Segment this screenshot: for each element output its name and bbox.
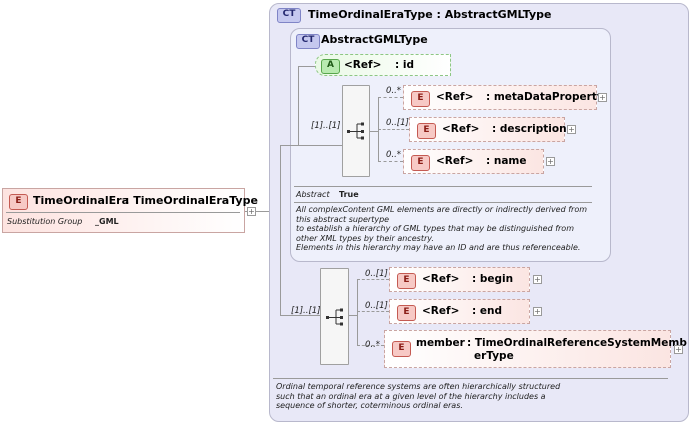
metadata-expand-toggle[interactable]: + <box>598 93 607 102</box>
trunk-line <box>280 145 281 315</box>
attribute-name: : id <box>395 59 414 71</box>
element-badge: E <box>397 305 416 321</box>
description-expand-toggle[interactable]: + <box>567 125 576 134</box>
end-expand-toggle[interactable]: + <box>533 307 542 316</box>
element-ref: <Ref> <box>422 305 460 317</box>
element-end[interactable]: E <Ref> : end <box>389 299 530 324</box>
connector-member <box>357 345 384 346</box>
substitution-group-label: Substitution Group <box>7 217 83 226</box>
member-expand-toggle[interactable]: + <box>674 345 683 354</box>
base-type-badge: CT <box>296 34 320 49</box>
connector-metadata <box>378 97 403 98</box>
element-badge: E <box>397 273 416 289</box>
doc-line: this abstract supertype <box>296 214 390 224</box>
trunk-link-top <box>280 145 342 146</box>
doc-line: All complexContent GML elements are dire… <box>296 205 588 214</box>
sequence2-compositor[interactable] <box>320 268 349 365</box>
element-ref: <Ref> <box>436 155 474 167</box>
name-occurs: 0..* <box>386 150 402 160</box>
element-name: : description <box>492 123 567 135</box>
root-expand-toggle[interactable]: + <box>247 207 256 216</box>
complex-type-title: TimeOrdinalEraType : AbstractGMLType <box>308 8 552 21</box>
complex-type-badge: CT <box>277 8 301 23</box>
element-name-box[interactable]: E <Ref> : name <box>403 149 544 174</box>
base-type-title: AbstractGMLType <box>321 33 428 46</box>
sequence-icon <box>347 122 364 140</box>
root-element-type: : TimeOrdinalEraType <box>125 194 258 207</box>
element-badge: E <box>417 123 436 139</box>
complex-type-documentation: Ordinal temporal reference systems are o… <box>276 382 676 411</box>
substitution-group-value: _GML <box>95 217 119 226</box>
sequence-icon <box>326 308 343 325</box>
element-begin[interactable]: E <Ref> : begin <box>389 267 530 292</box>
base-type-separator-2 <box>294 202 592 203</box>
element-name-wrap: erType <box>474 350 514 362</box>
element-member[interactable]: E member : TimeOrdinalReferenceSystemMem… <box>384 330 687 368</box>
sequence2-occurs: [1]..[1] <box>291 306 321 316</box>
member-occurs: 0..* <box>365 340 381 350</box>
element-badge: E <box>392 341 411 357</box>
element-name: : end <box>472 305 502 317</box>
connector-description <box>378 129 409 130</box>
description-occurs: 0..[1] <box>386 118 409 128</box>
attribute-badge: A <box>321 59 340 74</box>
connector-name <box>378 161 403 162</box>
attribute-ref: <Ref> <box>344 59 382 71</box>
sequence1-compositor[interactable] <box>342 85 370 177</box>
root-element-box[interactable]: E TimeOrdinalEra : TimeOrdinalEraType Su… <box>2 188 258 233</box>
abstract-value: True <box>339 190 359 199</box>
element-name: : name <box>486 155 527 167</box>
doc-line: such that an ordinal era at a given leve… <box>276 391 546 401</box>
element-badge: E <box>411 91 430 107</box>
element-ref: <Ref> <box>442 123 480 135</box>
doc-line: sequence of shorter, coterminous ordinal… <box>276 401 463 411</box>
doc-line: other XML types by their ancestry. <box>296 233 434 243</box>
root-element-badge: E <box>9 194 28 210</box>
element-ref: <Ref> <box>436 91 474 103</box>
element-description[interactable]: E <Ref> : description <box>409 117 567 142</box>
element-ref: <Ref> <box>422 273 460 285</box>
trunk-link-bottom <box>280 315 320 316</box>
connector-end <box>357 311 389 312</box>
doc-line: to establish a hierarchy of GML types th… <box>296 224 574 234</box>
sequence1-occurs: [1]..[1] <box>311 121 341 131</box>
begin-expand-toggle[interactable]: + <box>533 275 542 284</box>
sequence1-out <box>370 131 378 132</box>
element-name: : TimeOrdinalReferenceSystemMemb <box>467 337 687 349</box>
base-type-separator <box>294 186 592 187</box>
connector-begin <box>357 279 389 280</box>
element-name: : metaDataProperty <box>486 91 604 103</box>
begin-occurs: 0..[1] <box>365 269 388 279</box>
attribute-id[interactable]: A <Ref> : id <box>315 54 451 76</box>
trunk-link-attr <box>298 66 299 146</box>
element-metadataproperty[interactable]: E <Ref> : metaDataProperty <box>403 85 604 110</box>
name-expand-toggle[interactable]: + <box>546 157 555 166</box>
metadata-occurs: 0..* <box>386 86 402 96</box>
end-occurs: 0..[1] <box>365 301 388 311</box>
root-element-name: TimeOrdinalEra <box>33 194 130 207</box>
element-badge: E <box>411 155 430 171</box>
complex-type-separator <box>273 378 668 379</box>
doc-line: Ordinal temporal reference systems are o… <box>276 382 561 391</box>
sequence2-out <box>349 315 357 316</box>
attr-connector <box>298 66 315 67</box>
sequence2-branch <box>357 279 358 346</box>
base-type-documentation: All complexContent GML elements are dire… <box>296 205 596 253</box>
element-ref: member <box>416 337 465 349</box>
abstract-label: Abstract <box>296 190 330 199</box>
root-separator <box>6 212 240 213</box>
element-name: : begin <box>472 273 514 285</box>
root-connector <box>245 211 269 212</box>
doc-line: Elements in this hierarchy may have an I… <box>296 243 581 253</box>
